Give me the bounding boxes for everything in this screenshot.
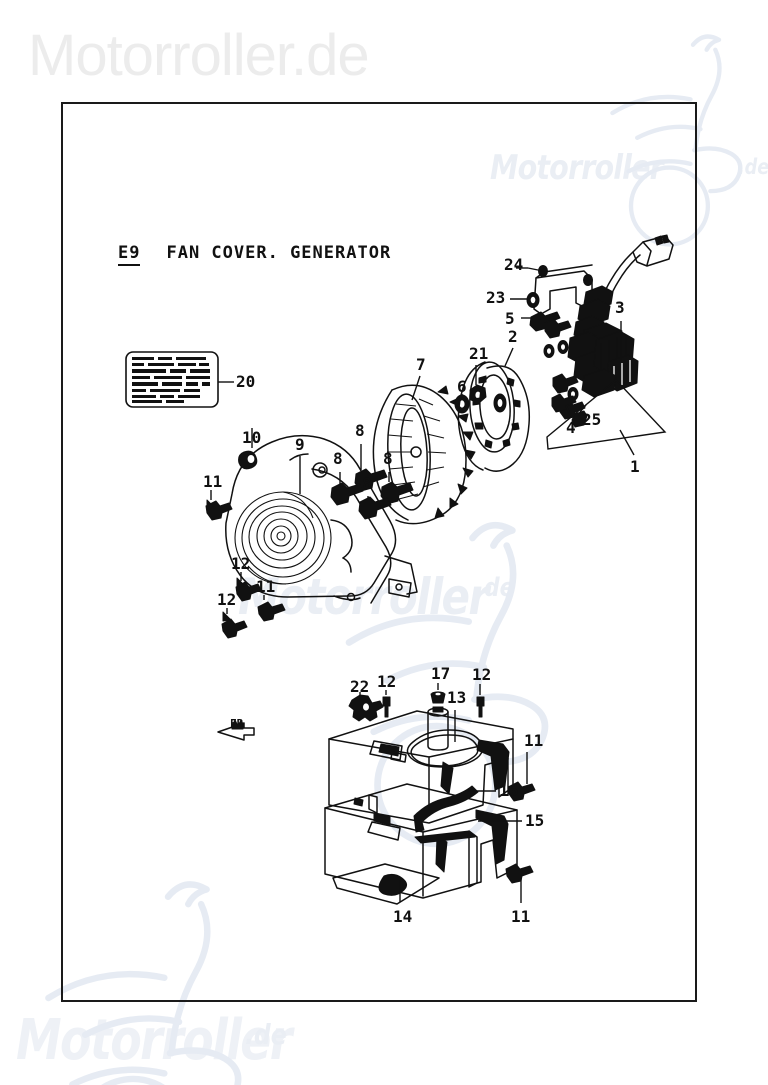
watermark-bottom-suffix: .de (244, 1018, 287, 1051)
callout-20: 20 (236, 372, 256, 391)
callout-16: 16 (499, 781, 519, 800)
callout-15: 15 (525, 811, 545, 830)
callout-24: 24 (504, 255, 524, 274)
callout-5: 5 (505, 309, 515, 328)
callout-11a: 11 (203, 472, 223, 491)
callout-8c: 8 (333, 449, 343, 468)
callout-17: 17 (431, 664, 451, 683)
watermark-header-suffix: .de (737, 155, 768, 179)
section-title: FAN COVER. GENERATOR (166, 243, 392, 263)
section-code: E9 (118, 243, 141, 266)
callout-23: 23 (486, 288, 506, 307)
callout-8d: 8 (362, 474, 372, 493)
callout-25: 25 (582, 410, 602, 429)
callout-9: 9 (295, 435, 305, 454)
callout-1: 1 (630, 457, 640, 476)
callout-12a: 12 (231, 554, 251, 573)
callout-13: 13 (447, 688, 467, 707)
diagram-frame (61, 102, 697, 1002)
callout-11d: 11 (511, 907, 531, 926)
callout-6: 6 (457, 377, 467, 396)
page-title: E9 FAN COVER. GENERATOR (118, 243, 392, 266)
watermark-top: Motorroller.de (28, 23, 370, 88)
watermark-bottom: Motorroller (16, 1008, 292, 1073)
callout-4: 4 (566, 418, 576, 437)
callout-3: 3 (615, 298, 625, 317)
callout-14: 14 (393, 907, 413, 926)
callout-11b: 11 (256, 577, 276, 596)
callout-8b: 8 (383, 449, 393, 468)
callout-12d: 12 (472, 665, 492, 684)
callout-8a: 8 (355, 421, 365, 440)
orientation-label-fr: FR (230, 717, 244, 730)
callout-22: 22 (350, 677, 370, 696)
callout-21: 21 (469, 344, 489, 363)
callout-10: 10 (242, 428, 262, 447)
callout-7: 7 (416, 355, 426, 374)
callout-12c: 12 (377, 672, 397, 691)
callout-2: 2 (508, 327, 518, 346)
callout-12b: 12 (217, 590, 237, 609)
callout-11c: 11 (524, 731, 544, 750)
